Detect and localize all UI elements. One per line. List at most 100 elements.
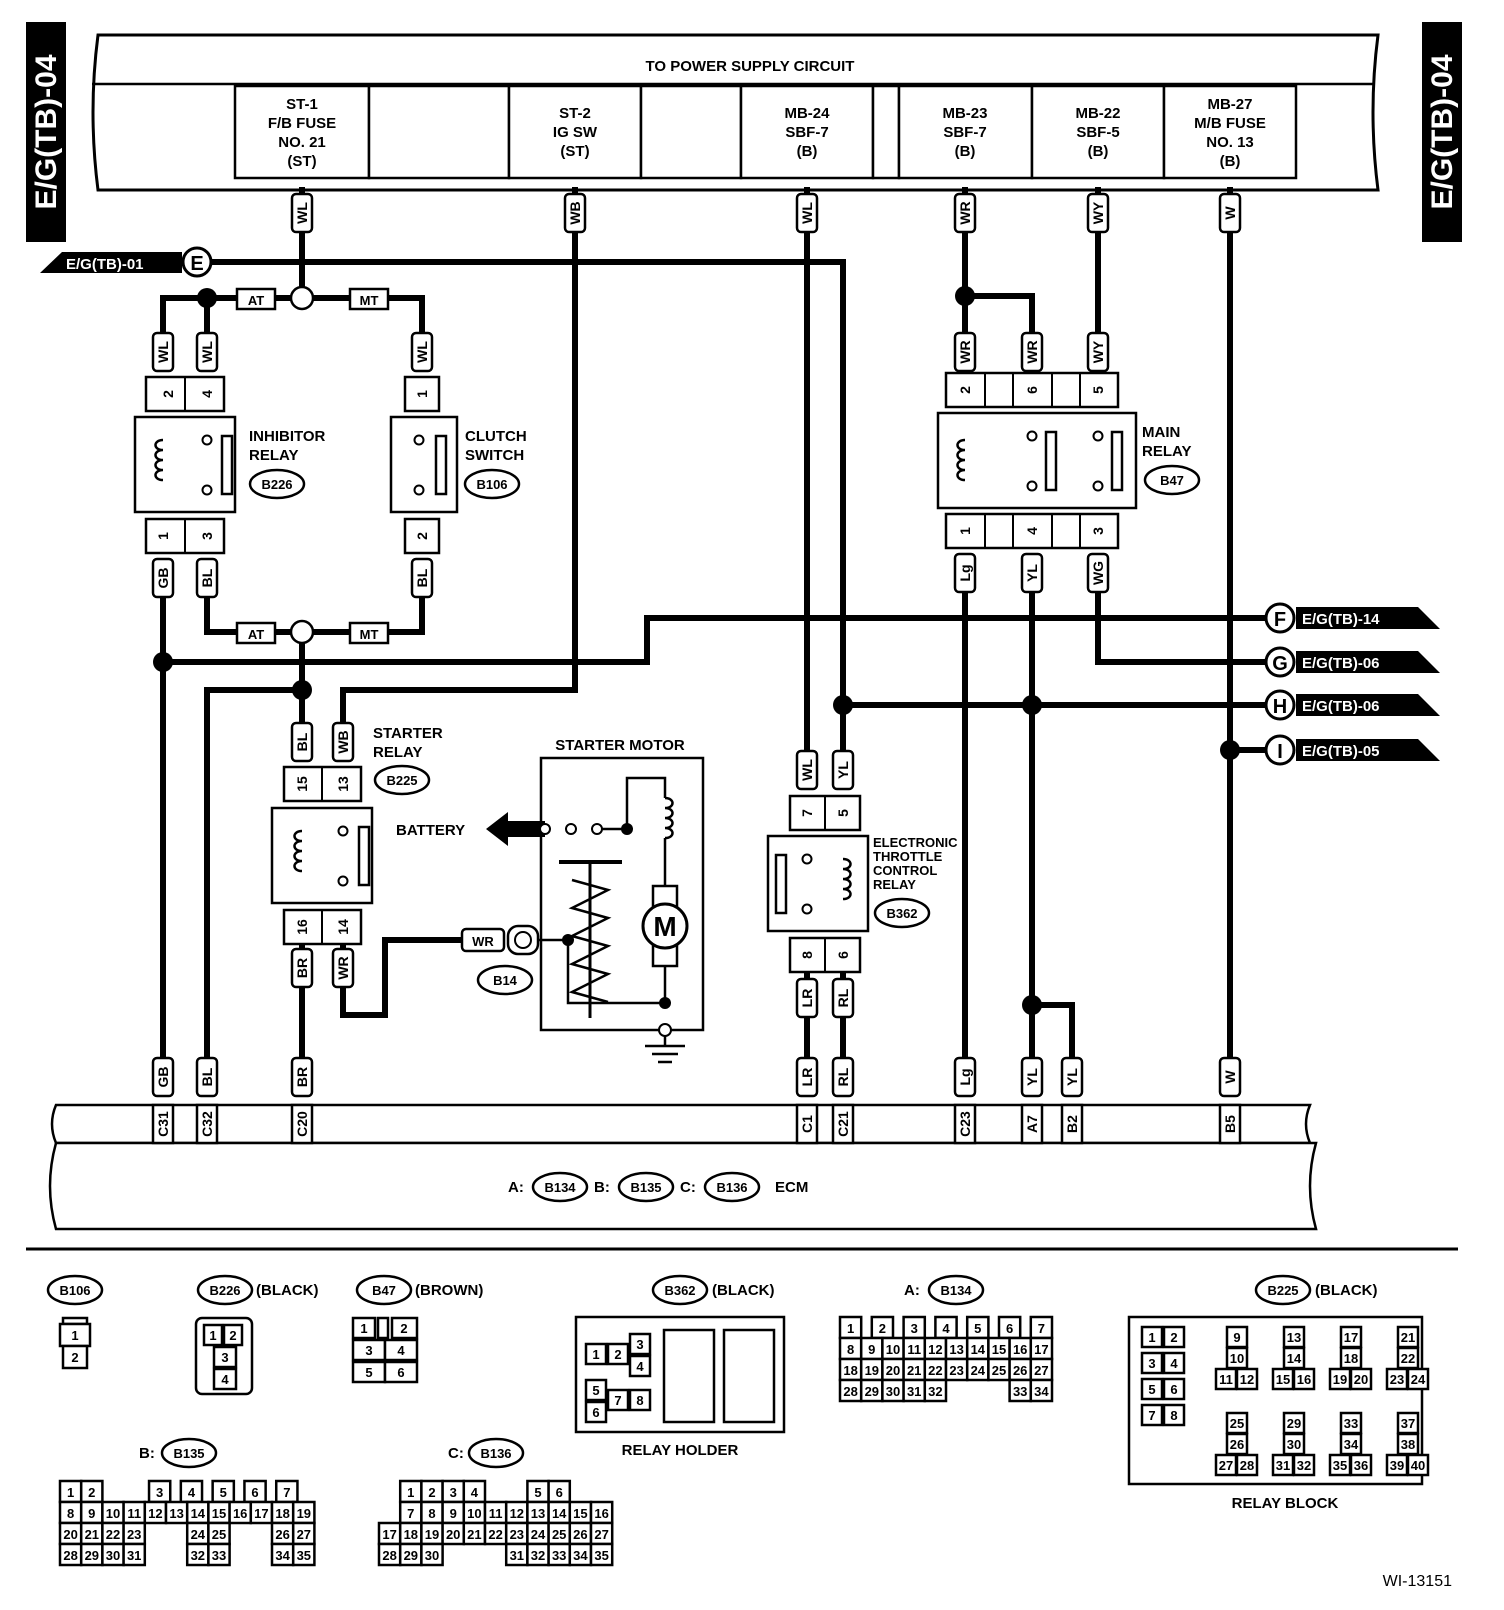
inhibitor-wire-top-2: WL — [199, 341, 215, 363]
conn-b134-pin-13: 13 — [949, 1342, 963, 1357]
conn-b134-pin-1: 1 — [847, 1321, 854, 1336]
offpage-i-text: E/G(TB)-05 — [1302, 743, 1380, 760]
conn-b135-pin-17: 17 — [254, 1506, 268, 1521]
conn-b135-pin-20: 20 — [63, 1527, 77, 1542]
starter-motor-name: STARTER MOTOR — [555, 737, 685, 754]
conn-b106-pin-2: 2 — [71, 1350, 78, 1365]
conn-b136-pin-32: 32 — [531, 1548, 545, 1563]
main-code: B47 — [1160, 473, 1184, 488]
inhibitor-name-2: RELAY — [249, 447, 298, 464]
conn-b225-pin-40-cell — [1406, 1453, 1430, 1477]
conn-b226-color: (BLACK) — [256, 1282, 318, 1299]
conn-b225-pin-28-cell — [1235, 1453, 1259, 1477]
conn-b225-pin-39: 39 — [1390, 1458, 1404, 1473]
source-spacer-2 — [639, 84, 743, 180]
ecm-wire-4: LR — [799, 1068, 815, 1087]
starter-relay-wire-top-1: BL — [294, 732, 310, 751]
conn-b136-pin-6: 6 — [556, 1485, 563, 1500]
conn-b136-pin-26: 26 — [573, 1527, 587, 1542]
conn-b135-code: B135 — [173, 1446, 204, 1461]
source-mb22-line3: (B) — [1088, 143, 1109, 160]
wires — [160, 187, 1283, 1073]
inhibitor-wire-bottom-2: BL — [199, 568, 215, 587]
conn-b136-code: B136 — [480, 1446, 511, 1461]
main-wire-top-2: WR — [1024, 340, 1040, 363]
conn-b362-pin-1: 1 — [592, 1347, 599, 1362]
conn-b225-pin-16: 16 — [1297, 1372, 1311, 1387]
etc-wire-bottom-1: LR — [799, 989, 815, 1008]
source-st1-line3: NO. 21 — [278, 134, 326, 151]
conn-b135-pin-35: 35 — [297, 1548, 311, 1563]
ecm-block: GB BL BR LR RL Lg YL YL W C31 C32 C20 C1… — [48, 1056, 1318, 1231]
conn-b225-pin-40: 40 — [1411, 1458, 1425, 1473]
ecm-wire-9: W — [1222, 1070, 1238, 1084]
main-wire-top-1: WR — [957, 340, 973, 363]
ecm-pin-7: A7 — [1024, 1115, 1040, 1133]
conn-b225-pin-34: 34 — [1344, 1437, 1359, 1452]
conn-b225-pin-2: 2 — [1170, 1330, 1177, 1345]
etc-pin-top-2: 5 — [835, 809, 851, 817]
conn-b225-pin-7-cell — [1140, 1403, 1164, 1427]
right-side-tab-label: E/G(TB)-04 — [1426, 54, 1459, 209]
conn-b106-code: B106 — [59, 1283, 90, 1298]
conn-b134-pin-8: 8 — [847, 1342, 854, 1357]
conn-b134-code: B134 — [940, 1283, 972, 1298]
conn-b225-pin-15: 15 — [1276, 1372, 1290, 1387]
conn-b225-pin-33: 33 — [1344, 1416, 1358, 1431]
conn-b225-pin-1-cell — [1140, 1325, 1164, 1349]
offpage-i: I E/G(TB)-05 — [1264, 734, 1440, 766]
conn-b135-pin-32: 32 — [191, 1548, 205, 1563]
conn-b135-pin-2: 2 — [88, 1485, 95, 1500]
conn-b135-pin-14: 14 — [191, 1506, 206, 1521]
conn-b134-pin-34-cell — [1029, 1378, 1054, 1403]
conn-b225-pin-3: 3 — [1148, 1356, 1155, 1371]
conn-b362-color: (BLACK) — [712, 1282, 774, 1299]
etc-wire-top-1: WL — [799, 759, 815, 781]
conn-b136-pin-33: 33 — [552, 1548, 566, 1563]
motor-symbol: M — [653, 911, 676, 942]
conn-b135-pin-11: 11 — [127, 1506, 141, 1521]
conn-b225-pin-37: 37 — [1401, 1416, 1415, 1431]
clutch-switch: WL 1 2 BL CLUTCH SWITCH B106 — [389, 331, 527, 599]
conn-b134-pin-9: 9 — [868, 1342, 875, 1357]
etc-relay: WL YL 7 5 8 6 LR RL ELECTRONIC THROTTLE … — [766, 749, 958, 1019]
conn-b136-pin-28: 28 — [382, 1548, 396, 1563]
conn-b135-pin-7: 7 — [283, 1485, 290, 1500]
wire-tag-mb23: WR — [957, 201, 973, 224]
main-wire-bottom-1: Lg — [957, 564, 973, 581]
conn-b225-pin-29: 29 — [1287, 1416, 1301, 1431]
conn-b135-pin-13: 13 — [169, 1506, 183, 1521]
conn-b135-pin-8: 8 — [67, 1506, 74, 1521]
conn-b226-pin-3: 3 — [221, 1350, 228, 1365]
ecm-pin-2: C32 — [199, 1111, 215, 1137]
conn-b136-pin-18: 18 — [404, 1527, 418, 1542]
conn-b135-pin-15: 15 — [212, 1506, 226, 1521]
conn-b225-pin-5-cell — [1140, 1377, 1164, 1401]
conn-b135-pin-26: 26 — [275, 1527, 289, 1542]
source-mb27: MB-27 M/B FUSE NO. 13 (B) — [1162, 84, 1298, 180]
offpage-h-letter: H — [1273, 696, 1287, 718]
main-name-2: RELAY — [1142, 443, 1191, 460]
conn-b136-prefix: C: — [448, 1445, 464, 1462]
starter-relay-pin-top-2: 13 — [335, 776, 351, 792]
conn-b134-pin-23: 23 — [949, 1363, 963, 1378]
conn-b134-pin-32-cell — [923, 1378, 948, 1403]
wire-tag-st1: WL — [294, 202, 310, 224]
main-wire-top-3: WY — [1090, 340, 1106, 363]
conn-b136-pin-19: 19 — [425, 1527, 439, 1542]
ecm-wire-1: GB — [155, 1067, 171, 1088]
source-st2-line3: (ST) — [560, 143, 589, 160]
conn-b134-pin-26: 26 — [1013, 1363, 1027, 1378]
conn-b134-pin-22: 22 — [928, 1363, 942, 1378]
source-st2-line2: IG SW — [553, 124, 598, 141]
ecm-pin-4: C1 — [799, 1115, 815, 1133]
conn-b136-pin-2: 2 — [428, 1485, 435, 1500]
main-relay: WR WR WY 2 6 5 1 4 3 Lg YL WG MAIN RELAY… — [936, 331, 1201, 594]
ecm-pin-8: B2 — [1064, 1115, 1080, 1133]
conn-b135-pin-27: 27 — [297, 1527, 311, 1542]
conn-b135-pin-29: 29 — [85, 1548, 99, 1563]
conn-b47-pin-3: 3 — [365, 1343, 372, 1358]
conn-b134-pin-11: 11 — [907, 1342, 921, 1357]
conn-b134-pin-7: 7 — [1038, 1321, 1045, 1336]
conn-b135-pin-1: 1 — [67, 1485, 74, 1500]
